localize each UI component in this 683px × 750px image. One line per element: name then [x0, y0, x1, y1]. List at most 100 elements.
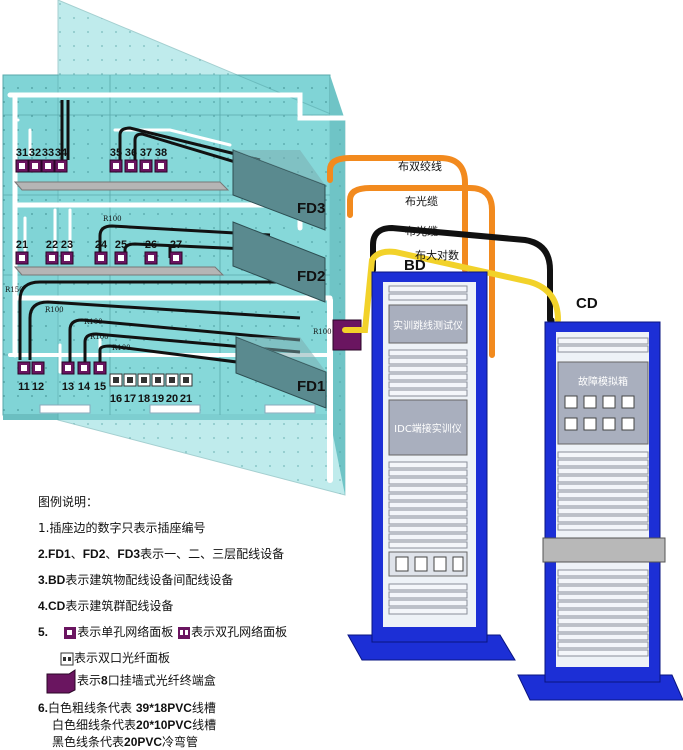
- terminal-box-icon: [46, 669, 76, 694]
- bd-label: BD: [404, 257, 426, 274]
- fiber-label: 布光缆: [405, 194, 438, 208]
- outlet-label: 18: [138, 393, 150, 405]
- outlet-label: 37: [140, 147, 152, 159]
- patch-panel: [388, 533, 468, 541]
- outlet-label: 19: [152, 393, 164, 405]
- patch-panel: [388, 591, 468, 599]
- outlet-port: [49, 255, 55, 261]
- patch-panel: [557, 451, 649, 459]
- outlet-port: [127, 377, 133, 383]
- patch-panel: [557, 641, 649, 649]
- fiber-outlet: 19: [151, 373, 165, 405]
- network-outlet: 22: [45, 239, 59, 265]
- outlet-port: [169, 377, 175, 383]
- patch-panel: [388, 485, 468, 493]
- patch-panel: [557, 633, 649, 641]
- patch-panel: [557, 649, 649, 657]
- radius-label: R100: [112, 344, 131, 352]
- legend-item-3: 3.BD表示建筑物配线设备间配线设备: [38, 573, 234, 587]
- outlet-label: 23: [61, 239, 73, 251]
- radius-label: R150: [5, 286, 24, 294]
- fd2-label: FD2: [297, 268, 325, 285]
- shelves: [13, 181, 230, 276]
- outlet-label: 21: [16, 239, 28, 251]
- network-outlet: 24: [94, 239, 108, 265]
- outlet-port: [158, 163, 164, 169]
- fd2-cabinet: FD2: [232, 221, 326, 303]
- fd1-label: FD1: [297, 378, 325, 395]
- legend-item-6c: 黑色线条代表20PVC冷弯管: [52, 735, 199, 749]
- outlet-port: [113, 163, 119, 169]
- patch-panel: [557, 475, 649, 483]
- patch-panel: [388, 541, 468, 549]
- bd-unit-tester: 实训跳线测试仪: [393, 319, 463, 332]
- patch-panel: [388, 293, 468, 301]
- patch-panel: [557, 601, 649, 609]
- outlet-port: [183, 377, 189, 383]
- network-outlet: 14: [77, 361, 91, 393]
- patch-panel: [388, 525, 468, 533]
- patch-panel: [388, 389, 468, 397]
- outlet-port: [45, 163, 51, 169]
- outlet-label: 26: [145, 239, 157, 251]
- patch-panel: [388, 365, 468, 373]
- bd-unit-idc: IDC端接实训仪: [394, 422, 462, 435]
- patch-panel: [557, 491, 649, 499]
- patch-panel: [557, 345, 649, 353]
- outlet-port: [173, 255, 179, 261]
- radius-label: R100: [84, 318, 103, 326]
- fd1-cabinet: FD1: [235, 336, 327, 409]
- patch-panel: [557, 523, 649, 531]
- network-outlet: 25: [114, 239, 128, 265]
- patch-panel: [557, 625, 649, 633]
- patch-panel: [388, 509, 468, 517]
- network-outlet: 12: [31, 361, 45, 393]
- legend-item-4: 4.CD表示建筑群配线设备: [38, 599, 174, 613]
- network-outlet: 15: [93, 361, 107, 393]
- patch-panel: [557, 507, 649, 515]
- outlet-port: [81, 365, 87, 371]
- network-outlet: 23: [60, 239, 74, 265]
- patch-panel: [388, 583, 468, 591]
- network-outlet: 36: [124, 147, 138, 173]
- legend-item-6: 6.白色粗线条代表 39*18PVC线槽: [38, 701, 216, 715]
- patch-panel: [557, 467, 649, 475]
- network-outlet: 32: [28, 147, 42, 173]
- radius-labels: R100 R150 R100 R100 R100 R100 R100: [5, 215, 332, 352]
- fiber-outlet: 18: [137, 373, 151, 405]
- wall-slots: [39, 404, 316, 414]
- big-pair-label: 布大对数: [415, 248, 459, 262]
- patch-panel: [557, 459, 649, 467]
- bd-rack: BD 实训跳线测试仪 IDC端接实训仪: [347, 257, 516, 661]
- dual-port-panel-icon: [178, 626, 191, 639]
- network-outlet: 21: [15, 239, 29, 265]
- legend-item-5: 5. 表示单孔网络面板 表示双孔网络面板: [38, 625, 288, 639]
- patch-panel: [388, 501, 468, 509]
- outlet-port: [35, 365, 41, 371]
- fiber-label: 布光缆: [405, 224, 438, 238]
- patch-panel: [388, 285, 468, 293]
- fiber-panel-icon: [60, 652, 74, 665]
- radius-label: R100: [313, 328, 332, 336]
- outlet-label: 15: [94, 381, 106, 393]
- network-outlet: 11: [17, 361, 31, 393]
- outlet-port: [128, 163, 134, 169]
- outlet-label: 25: [115, 239, 127, 251]
- outlet-label: 24: [95, 239, 108, 251]
- outlet-port: [143, 163, 149, 169]
- patch-panel: [557, 617, 649, 625]
- fiber-outlet: 16: [109, 373, 123, 405]
- outlet-port: [113, 377, 119, 383]
- radius-label: R100: [45, 306, 64, 314]
- patch-panel: [388, 381, 468, 389]
- patch-panel: [388, 477, 468, 485]
- single-port-panel-icon: [64, 626, 77, 639]
- outlet-port: [19, 255, 25, 261]
- twisted-pair-label: 布双绞线: [398, 159, 442, 173]
- fd3-cabinet: FD3: [232, 149, 326, 231]
- cable-labels: 布双绞线 布光缆 布光缆 布大对数: [398, 159, 459, 262]
- patch-panel: [388, 373, 468, 381]
- network-outlet: 26: [144, 239, 158, 265]
- network-outlet: 31: [15, 147, 29, 173]
